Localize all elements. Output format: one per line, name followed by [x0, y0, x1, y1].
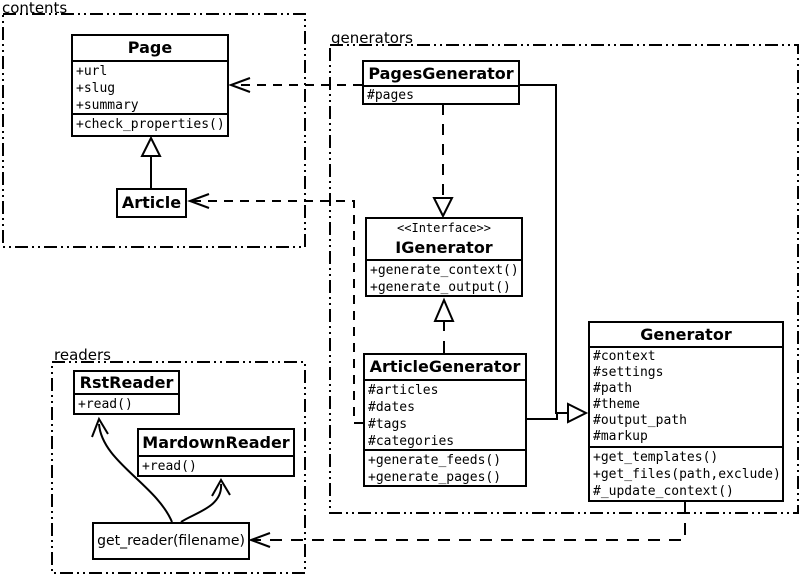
- class-page-title: Page: [127, 38, 173, 57]
- class-page-methods: +check_properties(): [73, 113, 227, 135]
- method-row: +generate_pages(): [368, 470, 502, 485]
- attribute-row: +url: [76, 64, 108, 79]
- class-igenerator-stereotype: <<Interface>>: [397, 221, 491, 235]
- method-row: +read(): [142, 459, 197, 474]
- attribute-row: #context: [593, 349, 656, 364]
- class-rstreader: RstReader +read(): [73, 370, 180, 415]
- class-articlegenerator-attributes: #articles #dates #tags #categories: [365, 379, 525, 449]
- class-generator-title: Generator: [640, 324, 732, 344]
- class-rstreader-title: RstReader: [79, 372, 174, 392]
- attribute-row: #path: [593, 381, 633, 396]
- class-igenerator-title: IGenerator: [395, 237, 493, 257]
- method-row: +generate_context(): [370, 263, 519, 278]
- package-label-contents: contents: [2, 0, 68, 17]
- generalization-to-generator: [520, 84, 589, 424]
- package-label-generators: generators: [331, 29, 413, 47]
- class-articlegenerator: ArticleGenerator #articles #dates #tags …: [363, 353, 527, 487]
- class-mardownreader: MardownReader +read(): [137, 428, 295, 477]
- method-row: +generate_output(): [370, 280, 511, 295]
- class-mardownreader-title: MardownReader: [142, 432, 290, 452]
- attribute-row: #theme: [593, 397, 640, 412]
- class-igenerator-methods: +generate_context() +generate_output(): [367, 259, 521, 295]
- class-page-attributes: +url +slug +summary: [73, 60, 227, 113]
- attribute-row: #output_path: [593, 413, 687, 428]
- class-pagesgenerator-attributes: #pages: [364, 85, 518, 103]
- method-row: +check_properties(): [76, 117, 225, 132]
- class-pagesgenerator: PagesGenerator #pages: [362, 60, 520, 105]
- attribute-row: #categories: [368, 434, 455, 449]
- class-articlegenerator-title: ArticleGenerator: [369, 357, 521, 376]
- method-row: +get_files(path,exclude): [593, 467, 781, 482]
- class-generator-methods: +get_templates() +get_files(path,exclude…: [590, 446, 782, 500]
- method-row: +get_templates(): [593, 450, 719, 465]
- class-generator: Generator #context #settings #path #them…: [588, 321, 784, 502]
- realization-pagesgenerator-to-igenerator: [432, 104, 454, 219]
- class-rstreader-methods: +read(): [75, 393, 178, 413]
- realization-articlegenerator-to-igenerator: [433, 297, 455, 353]
- class-article-title: Article: [121, 193, 182, 212]
- class-pagesgenerator-title: PagesGenerator: [368, 63, 514, 83]
- class-article: Article: [116, 188, 187, 218]
- attribute-row: #markup: [593, 429, 648, 444]
- function-box-get-reader: get_reader(filename): [92, 522, 250, 560]
- attribute-row: +summary: [76, 98, 139, 113]
- dependency-articlegenerator-to-article: [187, 193, 363, 424]
- class-articlegenerator-methods: +generate_feeds() +generate_pages(): [365, 449, 525, 485]
- arrow-getreader-to-mardownreader: [180, 478, 231, 523]
- package-label-readers: readers: [54, 346, 111, 364]
- class-page: Page +url +slug +summary +check_properti…: [71, 34, 229, 137]
- attribute-row: #dates: [368, 400, 415, 415]
- dependency-generator-to-getreader: [248, 502, 686, 548]
- method-row: +generate_feeds(): [368, 453, 502, 468]
- class-mardownreader-methods: +read(): [139, 455, 293, 475]
- class-generator-attributes: #context #settings #path #theme #output_…: [590, 346, 782, 446]
- attribute-row: #tags: [368, 417, 408, 432]
- class-igenerator-header: <<Interface>> IGenerator: [367, 219, 521, 259]
- attribute-row: #settings: [593, 365, 664, 380]
- method-row: #_update_context(): [593, 484, 734, 499]
- attribute-row: #articles: [368, 383, 439, 398]
- attribute-row: +slug: [76, 81, 116, 96]
- method-row: +read(): [78, 397, 133, 412]
- attribute-row: #pages: [367, 88, 414, 103]
- class-igenerator: <<Interface>> IGenerator +generate_conte…: [365, 217, 523, 297]
- dependency-pagesgenerator-to-page: [228, 77, 362, 93]
